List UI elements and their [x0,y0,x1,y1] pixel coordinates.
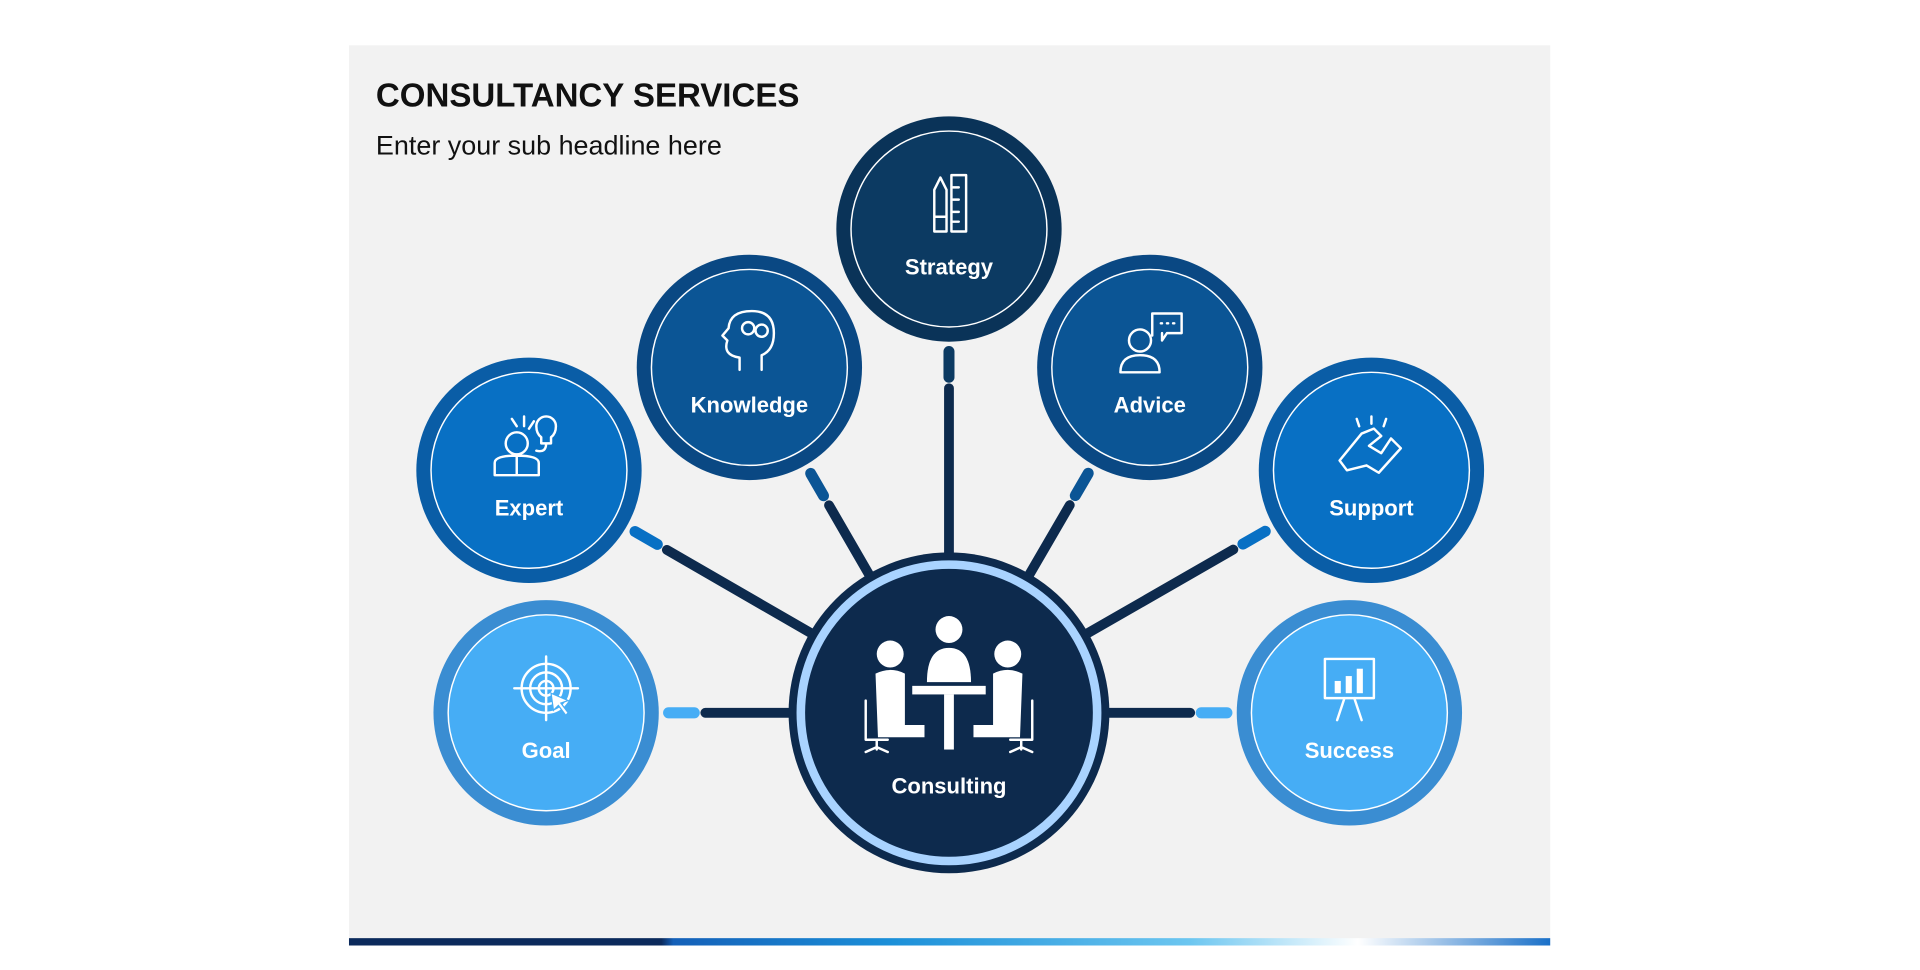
node-inner-circle [1250,614,1449,812]
node-label: Advice [1114,393,1186,418]
connector-dash-advice [1069,467,1094,502]
connector-line-support [1069,544,1239,646]
bottom-accent-bar [348,938,1551,946]
node-goal[interactable]: Goal [433,600,659,826]
node-support[interactable]: Support [1258,357,1485,583]
connector-line-advice [1016,500,1075,593]
chart-presentation-icon [1323,657,1376,722]
slide-title: CONSULTANCY SERVICES [376,78,800,115]
node-label: Goal [522,738,571,763]
connector-dash-support [1237,525,1271,550]
node-advice[interactable]: Advice [1037,254,1263,481]
connector-line-expert [661,545,829,646]
node-strategy[interactable]: Strategy [836,116,1062,342]
node-label: Expert [495,496,564,521]
pencil-ruler-icon [933,173,968,233]
node-inner-circle [850,130,1048,328]
node-label: Strategy [905,254,994,279]
handshake-icon [1338,415,1403,474]
head-gears-icon [721,309,776,372]
node-inner-circle [1051,268,1249,467]
slide-subtitle: Enter your sub headline here [376,130,722,160]
node-label: Success [1305,738,1394,763]
node-inner-circle [430,371,628,570]
center-node-consulting[interactable]: Consulting [788,552,1110,874]
node-knowledge[interactable]: Knowledge [636,254,863,481]
target-cursor-icon [513,655,580,722]
node-label: Knowledge [691,393,809,418]
center-label: Consulting [891,774,1006,799]
node-label: Support [1329,496,1414,521]
node-inner-circle [650,268,849,467]
node-inner-circle [1272,371,1471,570]
meeting-table-icon [864,616,1034,754]
node-success[interactable]: Success [1236,600,1463,826]
person-lightbulb-icon [493,415,558,477]
connector-dash-knowledge [805,467,830,502]
node-expert[interactable]: Expert [416,357,642,583]
connector-dash-expert [629,526,663,550]
person-speech-bubble-icon [1119,312,1183,374]
